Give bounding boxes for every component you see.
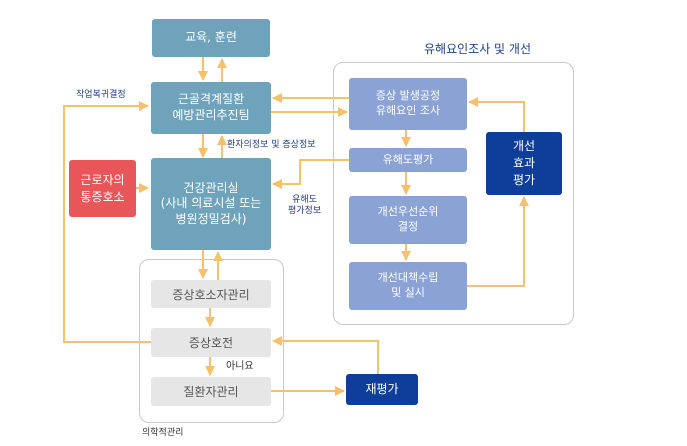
prevention-team-box: 근골격계질환 예방관리추진팀 [151,82,271,134]
worker-pain-complaint-box: 근로자의 통증호소 [69,160,136,217]
hazard-info-label: 유해도 평가정보 [288,195,322,217]
symptom-improve-box: 증상호전 [151,328,271,357]
arrow-plan-to-evaluation [467,196,529,287]
arrow-hazard-to-health [272,159,349,189]
medical-group-title: 의학적관리 [142,428,184,438]
hazard-survey-box: 증상 발생공정 유해요인 조사 [349,78,467,130]
improvement-priority-box: 개선우선순위 결정 [349,196,467,244]
education-training-box: 교육, 훈련 [152,19,270,57]
patient-info-label: 환자의정보 및 증상정보 [227,140,316,150]
reassessment-box: 재평가 [346,374,418,405]
health-management-room-box: 건강관리실 (사내 의료시설 또는 병원정밀검사) [151,158,271,250]
hazard-group-title: 유해요인조사 및 개선 [424,42,531,56]
patient-manage-box: 질환자관리 [151,377,271,406]
hazard-evaluation-box: 유해도평가 [349,148,467,172]
hazard-survey-group [333,62,574,325]
symptom-manage-box: 증상호소자관리 [151,280,271,308]
return-to-work-label: 작업복귀결정 [76,90,126,100]
no-label: 아니요 [226,361,254,372]
improvement-effect-evaluation-box: 개선 효과 평가 [486,132,562,195]
arrow-better-to-team [63,101,151,343]
arrow-reassess-to-better [272,336,379,374]
improvement-plan-box: 개선대책수립 및 실시 [349,262,467,310]
arrow-evaluation-to-survey [468,97,525,132]
